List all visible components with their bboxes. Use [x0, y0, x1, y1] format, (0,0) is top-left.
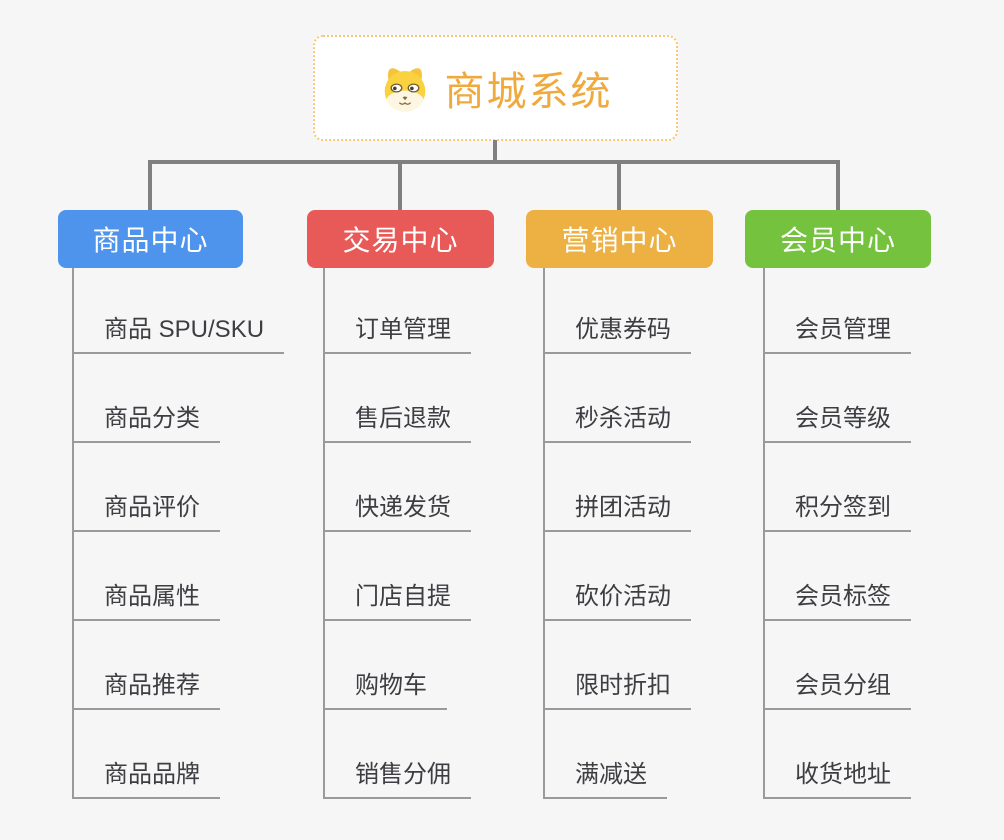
connector-root-down: [493, 140, 497, 162]
leaf-node[interactable]: 门店自提: [323, 576, 471, 621]
leaf-row: 快递发货: [323, 443, 471, 532]
branch-header-3[interactable]: 营销中心: [526, 210, 713, 268]
leaf-node[interactable]: 秒杀活动: [543, 398, 691, 443]
leaf-node[interactable]: 购物车: [323, 665, 447, 710]
leaf-list: 商品 SPU/SKU 商品分类商品评价商品属性商品推荐商品品牌: [72, 265, 285, 799]
leaf-node[interactable]: 会员等级: [763, 398, 911, 443]
leaf-row: 销售分佣: [323, 710, 471, 799]
branch-vline: [543, 268, 545, 799]
leaf-row: 收货地址: [763, 710, 911, 799]
leaf-row: 会员分组: [763, 621, 911, 710]
branch-label: 商品中心: [92, 225, 209, 256]
branch-label: 营销中心: [561, 225, 678, 256]
leaf-node[interactable]: 商品推荐: [72, 665, 220, 710]
leaf-row: 积分签到: [763, 443, 911, 532]
leaf-row: 拼团活动: [543, 443, 691, 532]
leaf-row: 商品推荐: [72, 621, 284, 710]
leaf-list: 会员管理会员等级积分签到会员标签会员分组收货地址: [763, 265, 911, 799]
leaf-row: 订单管理: [323, 265, 471, 354]
leaf-node[interactable]: 快递发货: [323, 487, 471, 532]
leaf-node[interactable]: 限时折扣: [543, 665, 691, 710]
leaf-node[interactable]: 优惠券码: [543, 309, 691, 354]
leaf-node[interactable]: 会员标签: [763, 576, 911, 621]
leaf-row: 砍价活动: [543, 532, 691, 621]
branch-vline: [763, 268, 765, 799]
dog-face-icon: [384, 68, 425, 112]
leaf-row: 秒杀活动: [543, 354, 691, 443]
leaf-node[interactable]: 满减送: [543, 754, 667, 799]
leaf-row: 满减送: [543, 710, 691, 799]
leaf-node[interactable]: 砍价活动: [543, 576, 691, 621]
leaf-row: 售后退款: [323, 354, 471, 443]
leaf-node[interactable]: 会员分组: [763, 665, 911, 710]
connector-stub: [398, 160, 402, 210]
leaf-row: 会员等级: [763, 354, 911, 443]
leaf-node[interactable]: 商品属性: [72, 576, 220, 621]
leaf-node[interactable]: 商品品牌: [72, 754, 220, 799]
branch-label: 交易中心: [342, 225, 459, 256]
leaf-row: 商品分类: [72, 354, 284, 443]
leaf-row: 商品 SPU/SKU: [72, 265, 285, 354]
leaf-row: 商品属性: [72, 532, 284, 621]
branch-vline: [323, 268, 325, 799]
leaf-list: 优惠券码秒杀活动拼团活动砍价活动限时折扣满减送: [543, 265, 691, 799]
leaf-row: 会员管理: [763, 265, 911, 354]
leaf-node[interactable]: 销售分佣: [323, 754, 471, 799]
branch-header-1[interactable]: 商品中心: [58, 210, 243, 268]
leaf-row: 优惠券码: [543, 265, 691, 354]
leaf-row: 商品评价: [72, 443, 284, 532]
branch-header-2[interactable]: 交易中心: [307, 210, 494, 268]
leaf-row: 会员标签: [763, 532, 911, 621]
leaf-node[interactable]: 售后退款: [323, 398, 471, 443]
leaf-node[interactable]: 会员管理: [763, 309, 911, 354]
connector-stub: [148, 160, 152, 210]
leaf-node[interactable]: 收货地址: [763, 754, 911, 799]
connector-stub: [836, 160, 840, 210]
root-title: 商城系统: [444, 70, 613, 114]
leaf-node[interactable]: 商品分类: [72, 398, 220, 443]
branch-header-4[interactable]: 会员中心: [745, 210, 931, 268]
connector-stub: [617, 160, 621, 210]
leaf-node[interactable]: 商品 SPU/SKU: [72, 309, 285, 354]
connector-horizontal: [148, 160, 840, 164]
branch-label: 会员中心: [779, 225, 896, 256]
leaf-row: 限时折扣: [543, 621, 691, 710]
leaf-node[interactable]: 订单管理: [323, 309, 471, 354]
leaf-list: 订单管理售后退款快递发货门店自提购物车销售分佣: [323, 265, 471, 799]
leaf-row: 购物车: [323, 621, 471, 710]
leaf-row: 门店自提: [323, 532, 471, 621]
leaf-node[interactable]: 拼团活动: [543, 487, 691, 532]
branch-vline: [72, 268, 74, 799]
leaf-node[interactable]: 商品评价: [72, 487, 220, 532]
leaf-row: 商品品牌: [72, 710, 284, 799]
root-node[interactable]: 商城系统: [313, 35, 678, 141]
leaf-node[interactable]: 积分签到: [763, 487, 911, 532]
